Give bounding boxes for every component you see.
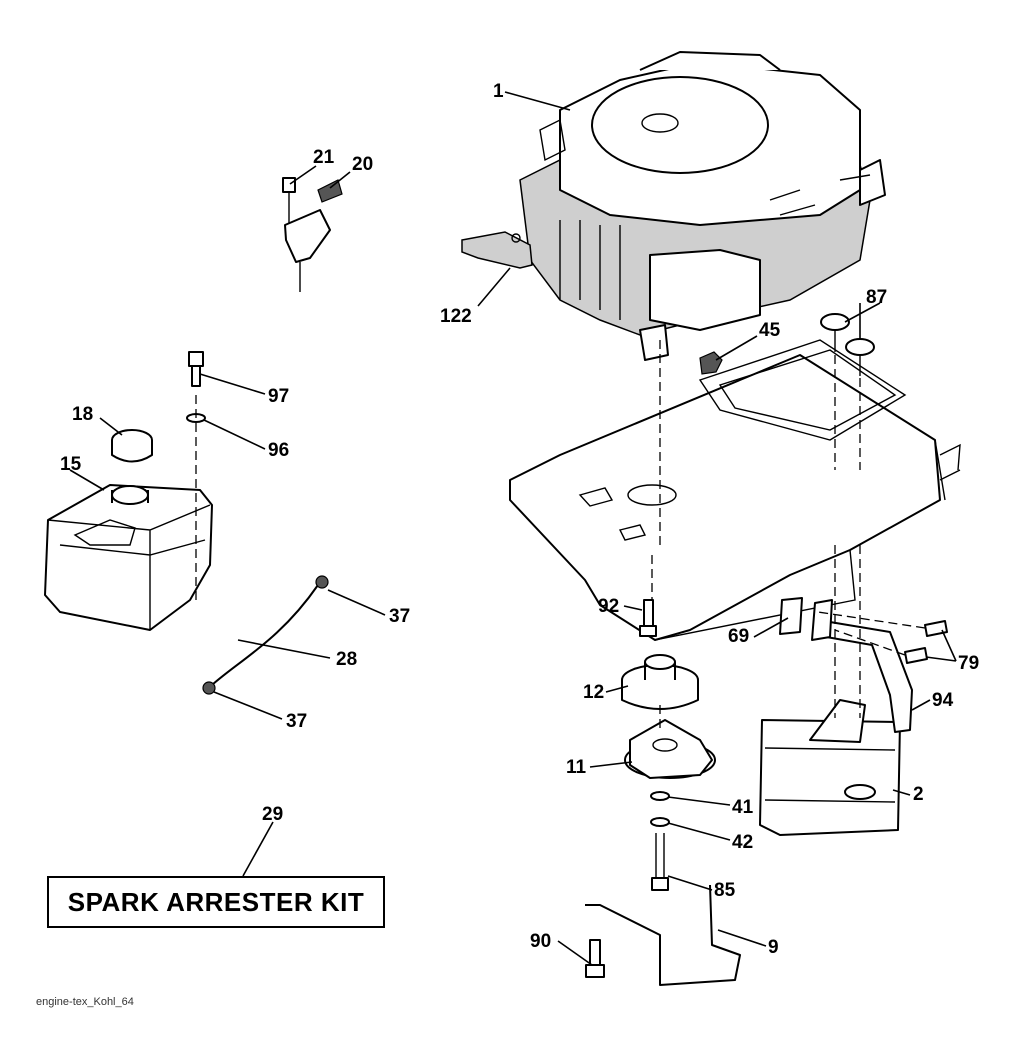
label-20: 20 xyxy=(352,154,373,175)
knob-87 xyxy=(820,313,875,376)
label-85: 85 xyxy=(714,880,736,901)
washers-and-bolt xyxy=(650,791,670,891)
label-11: 11 xyxy=(566,757,587,778)
label-2: 2 xyxy=(913,784,924,805)
diagram-caption: engine-tex_Kohl_64 xyxy=(36,996,134,1008)
heat-shield-bracket xyxy=(461,231,533,269)
chassis-frame xyxy=(509,339,961,641)
spark-arrester-kit-box: SPARK ARRESTER KIT xyxy=(47,876,385,928)
alignment-lines xyxy=(195,340,926,730)
label-90: 90 xyxy=(530,931,551,952)
label-37-top: 37 xyxy=(389,606,410,627)
throttle-control xyxy=(282,177,343,292)
label-21: 21 xyxy=(313,147,335,168)
electric-clutch xyxy=(624,719,716,779)
label-12: 12 xyxy=(583,682,604,703)
label-94: 94 xyxy=(932,690,954,711)
label-122: 122 xyxy=(440,306,472,327)
leader-lines xyxy=(69,91,957,966)
exhaust-bolts xyxy=(904,620,948,664)
label-42: 42 xyxy=(732,832,753,853)
label-28: 28 xyxy=(336,649,357,670)
label-45: 45 xyxy=(759,320,781,341)
label-9: 9 xyxy=(768,937,779,958)
label-92: 92 xyxy=(598,596,619,617)
fuel-tank xyxy=(44,484,213,631)
exhaust-pipe xyxy=(779,597,913,733)
callout-labels: 1 21 20 122 87 45 97 18 96 15 37 28 37 9… xyxy=(60,81,979,958)
nut-45 xyxy=(699,351,723,375)
label-15: 15 xyxy=(60,454,82,475)
pulley xyxy=(621,654,699,710)
label-96: 96 xyxy=(268,440,289,461)
label-79: 79 xyxy=(958,653,979,674)
support-rod xyxy=(585,884,741,986)
label-18: 18 xyxy=(72,404,93,425)
label-37-bottom: 37 xyxy=(286,711,307,732)
muffler xyxy=(759,699,901,836)
engine xyxy=(519,51,886,361)
label-97: 97 xyxy=(268,386,289,407)
label-41: 41 xyxy=(732,797,754,818)
bolt-92 xyxy=(639,599,657,637)
label-1: 1 xyxy=(493,81,504,102)
label-69: 69 xyxy=(728,626,749,647)
label-87: 87 xyxy=(866,287,887,308)
fuel-cap xyxy=(111,429,153,463)
fuel-line xyxy=(202,575,329,695)
label-29: 29 xyxy=(262,804,283,825)
